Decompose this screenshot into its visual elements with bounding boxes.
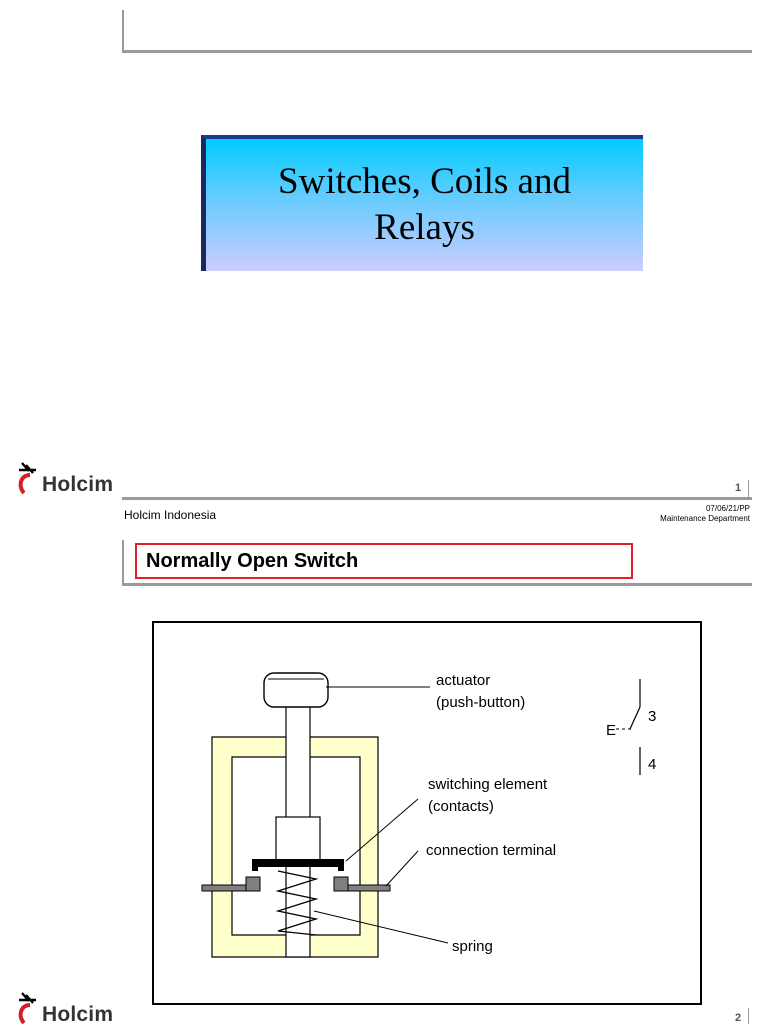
holcim-h-icon bbox=[18, 462, 36, 495]
label-actuator: actuator bbox=[436, 672, 490, 689]
moving-contact-right-tip bbox=[338, 859, 344, 871]
terminal-leader bbox=[385, 850, 419, 887]
switch-diagram-frame: actuator (push-button) switching element… bbox=[152, 621, 702, 1005]
slide-heading: Normally Open Switch bbox=[146, 549, 359, 572]
slide-1-footer-rule bbox=[122, 497, 752, 500]
slide-title: Switches, Coils and Relays bbox=[278, 161, 571, 248]
moving-contact-left-tip bbox=[252, 859, 258, 871]
symbol-terminal-3: 3 bbox=[648, 708, 656, 725]
spring-leader bbox=[313, 910, 449, 944]
holcim-logo-2: Holcim bbox=[16, 991, 113, 1027]
left-terminal-contact bbox=[245, 876, 261, 892]
moving-contact-bar bbox=[252, 859, 344, 867]
slide-title-box: Switches, Coils and Relays bbox=[201, 135, 643, 271]
slide-1-top-horizontal-rule bbox=[122, 50, 752, 53]
slide-heading-box: Normally Open Switch bbox=[135, 543, 633, 579]
label-contacts: (contacts) bbox=[428, 798, 494, 815]
symbol-terminal-4: 4 bbox=[648, 756, 656, 773]
plunger-body bbox=[275, 816, 321, 862]
label-spring: spring bbox=[452, 938, 493, 955]
left-terminal bbox=[201, 884, 251, 892]
slide-1-footer-tick bbox=[748, 480, 749, 498]
slide-1-page-number: 1 bbox=[735, 482, 742, 494]
slide-2-top-vertical-rule bbox=[122, 540, 124, 586]
holcim-h-icon-2 bbox=[18, 992, 36, 1025]
holcim-logo-text-2: Holcim bbox=[42, 1003, 114, 1026]
label-switching-element: switching element bbox=[428, 776, 548, 793]
no-switch-symbol: E 3 4 bbox=[606, 679, 656, 775]
spring bbox=[275, 870, 319, 936]
normally-open-switch-diagram: actuator (push-button) switching element… bbox=[201, 672, 656, 958]
slide-2-footer-tick bbox=[748, 1008, 749, 1024]
holcim-logo: Holcim bbox=[16, 461, 113, 497]
footer-department: Maintenance Department bbox=[660, 514, 750, 523]
switching-leader bbox=[345, 798, 419, 862]
switch-housing bbox=[211, 736, 379, 958]
actuator-button bbox=[263, 672, 329, 708]
right-terminal-contact bbox=[333, 876, 349, 892]
slide-2-page-number: 2 bbox=[735, 1012, 742, 1024]
symbol-e-label: E bbox=[606, 722, 616, 739]
label-connection-terminal: connection terminal bbox=[426, 842, 556, 859]
footer-company: Holcim Indonesia bbox=[124, 508, 217, 522]
holcim-logo-text: Holcim bbox=[42, 473, 114, 496]
slide-1-top-vertical-rule bbox=[122, 10, 124, 52]
footer-date: 07/06/21/PP bbox=[705, 504, 750, 513]
label-push-button: (push-button) bbox=[436, 694, 525, 711]
slide-2-top-horizontal-rule bbox=[122, 583, 752, 586]
